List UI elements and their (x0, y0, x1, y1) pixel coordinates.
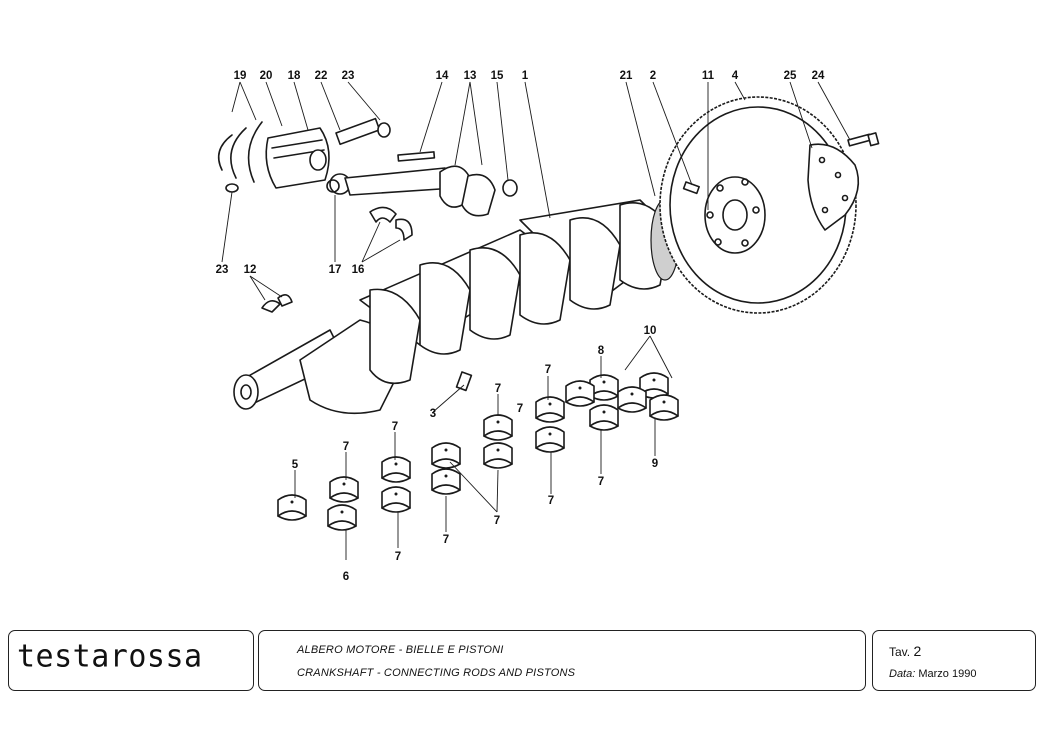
flywheel (659, 96, 857, 314)
callout-9: 9 (652, 458, 658, 470)
key-halves (261, 294, 293, 313)
callout-8: 8 (598, 345, 605, 357)
testarossa-logo: testarossa (17, 638, 203, 675)
flywheel-bolt (847, 132, 880, 147)
callout-7: 7 (598, 476, 604, 488)
tav-number: 2 (913, 643, 922, 659)
callout-19: 19 (234, 70, 247, 82)
tav-label: Tav. (889, 645, 911, 659)
callout-3: 3 (430, 408, 436, 420)
callout-7: 7 (392, 421, 398, 433)
pin-part-2 (682, 181, 700, 195)
callout-7: 7 (443, 534, 449, 546)
rod-bearing-shells (369, 206, 413, 241)
date-label: Data: (889, 668, 916, 680)
crankshaft (233, 199, 703, 415)
callout-5: 5 (292, 459, 299, 471)
callout-23: 23 (342, 70, 355, 82)
sheet-number: Tav. 2 (889, 643, 921, 659)
callout-labels: 19 20 18 22 23 14 13 15 1 21 2 11 4 25 2… (216, 70, 825, 583)
callout-20: 20 (260, 70, 273, 82)
sheet-date: Data: Marzo 1990 (889, 668, 976, 680)
sheet-info-panel: Tav. 2 Data: Marzo 1990 (872, 630, 1036, 691)
callout-21: 21 (620, 70, 633, 82)
callout-7: 7 (395, 551, 401, 563)
callout-15: 15 (491, 70, 504, 82)
dowel-pin (455, 371, 473, 392)
description-panel: ALBERO MOTORE - BIELLE E PISTONI CRANKSH… (258, 630, 866, 691)
piston-assembly (217, 117, 391, 193)
callout-14: 14 (436, 70, 449, 82)
logo-panel: testarossa (8, 630, 254, 691)
callout-17: 17 (329, 264, 342, 276)
callout-23-lower: 23 (216, 264, 229, 276)
exploded-parts-diagram: 19 20 18 22 23 14 13 15 1 21 2 11 4 25 2… (216, 70, 880, 583)
callout-13: 13 (464, 70, 477, 82)
callout-10: 10 (644, 325, 657, 337)
drive-plate (807, 143, 860, 231)
callout-7: 7 (548, 495, 554, 507)
callout-12: 12 (244, 264, 257, 276)
callout-2: 2 (650, 70, 656, 82)
title-italian: ALBERO MOTORE - BIELLE E PISTONI (297, 644, 504, 656)
callout-11: 11 (702, 70, 715, 82)
callout-24: 24 (812, 70, 825, 82)
title-english: CRANKSHAFT - CONNECTING RODS AND PISTONS (297, 667, 576, 679)
callout-4: 4 (732, 70, 739, 82)
callout-16: 16 (352, 264, 365, 276)
date-value: Marzo 1990 (918, 668, 977, 680)
callout-6: 6 (343, 571, 349, 583)
callout-25: 25 (784, 70, 797, 82)
callout-7: 7 (545, 364, 551, 376)
leader-lines (221, 81, 851, 560)
callout-22: 22 (315, 70, 328, 82)
connecting-rod (326, 151, 518, 217)
callout-7: 7 (517, 403, 523, 415)
callout-1: 1 (522, 70, 529, 82)
callout-7: 7 (343, 441, 349, 453)
callout-18: 18 (288, 70, 301, 82)
callout-7: 7 (495, 383, 501, 395)
callout-7: 7 (494, 515, 500, 527)
